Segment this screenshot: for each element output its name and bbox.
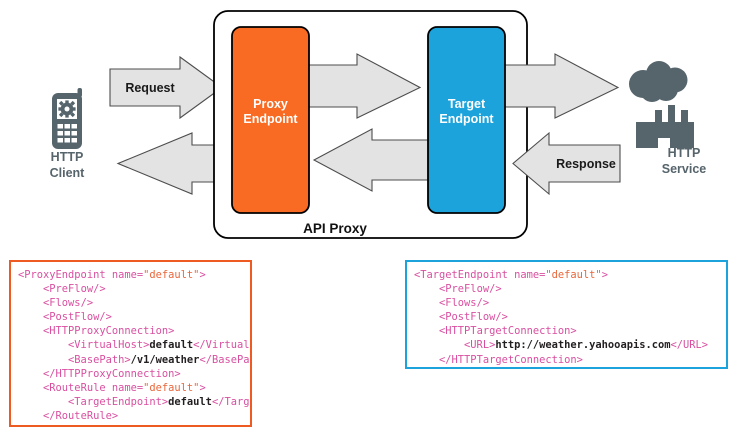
code-line: <PreFlow/>: [18, 282, 243, 296]
code-token-txt: default: [168, 395, 212, 408]
code-token-tag: <VirtualHost>: [68, 339, 150, 352]
code-token-plain: [414, 297, 439, 309]
code-token-attr: name=: [111, 381, 144, 394]
code-line: <Flows/>: [18, 296, 243, 310]
code-token-plain: [18, 354, 68, 366]
code-token-plain: [18, 396, 68, 408]
service-response-arrow: [512, 131, 621, 196]
code-line: <PreFlow/>: [414, 282, 719, 296]
code-line: <RouteRule name="default">: [18, 381, 243, 395]
code-token-tag: </VirtualHost>: [193, 339, 250, 352]
code-token-tag: <RouteRule: [43, 381, 112, 394]
code-token-tag: </RouteRule>: [43, 409, 119, 422]
code-line: </RouteRule>: [18, 409, 243, 423]
proxy-endpoint-xml-block: <ProxyEndpoint name="default"> <PreFlow/…: [9, 260, 252, 427]
code-token-tag: </ProxyEndpoint>: [18, 424, 118, 425]
mobile-phone-gear-icon: [52, 88, 82, 149]
code-line: <TargetEndpoint>default</TargetEndpoint>: [18, 395, 250, 409]
code-token-tag: </TargetEndpoint>: [414, 368, 520, 369]
code-line: <VirtualHost>default</VirtualHost>: [18, 338, 250, 352]
http-client-label-line1: HTTP: [51, 150, 84, 164]
code-token-tag: </TargetEndpoint>: [211, 395, 250, 408]
code-token-tag: <URL>: [464, 339, 496, 352]
code-token-tag: </URL>: [670, 339, 709, 352]
code-token-aval: "default": [143, 381, 200, 394]
code-token-tag: >: [199, 269, 206, 281]
code-token-tag: <PreFlow/>: [439, 283, 502, 296]
code-token-tag: <Flows/>: [43, 297, 94, 310]
code-line: <HTTPProxyConnection>: [18, 324, 243, 338]
target-endpoint-label-line1: Target: [448, 97, 486, 111]
code-token-plain: [18, 311, 43, 323]
code-line: <ProxyEndpoint name="default">: [18, 268, 243, 282]
factory-cloud-icon: [629, 61, 694, 148]
code-token-plain: [18, 297, 43, 309]
target-to-service-arrow: [499, 53, 620, 119]
code-token-tag: <TargetEndpoint>: [68, 395, 169, 408]
code-token-tag: <HTTPProxyConnection>: [43, 325, 175, 338]
code-token-tag: <BasePath>: [68, 353, 131, 366]
code-token-plain: [18, 382, 43, 394]
code-token-plain: [18, 339, 68, 351]
code-line: <PostFlow/>: [18, 310, 243, 324]
code-token-tag: </HTTPTargetConnection>: [439, 353, 583, 366]
code-line: </HTTPTargetConnection>: [414, 353, 719, 367]
code-token-tag: <ProxyEndpoint: [18, 269, 112, 281]
code-token-attr: name=: [514, 269, 546, 281]
code-token-txt: default: [149, 339, 194, 352]
code-token-aval: "default": [143, 269, 200, 281]
request-arrow-label: Request: [125, 81, 175, 95]
code-token-tag: >: [199, 381, 206, 394]
http-client-label-line2: Client: [50, 166, 86, 180]
client-response-arrow: [116, 132, 223, 195]
proxy-endpoint-label-line2: Endpoint: [243, 112, 298, 126]
proxy-endpoint-box[interactable]: [231, 26, 310, 214]
target-endpoint-box[interactable]: [427, 26, 506, 214]
code-line: <Flows/>: [414, 296, 719, 310]
code-token-tag: >: [601, 269, 608, 281]
target-endpoint-xml-block: <TargetEndpoint name="default"> <PreFlow…: [405, 260, 728, 369]
http-service-label-line1: HTTP: [668, 146, 701, 160]
api-proxy-flow-diagram: Request Response: [50, 10, 707, 239]
code-token-plain: [414, 283, 439, 295]
code-token-plain: [414, 339, 464, 351]
code-token-plain: [18, 410, 43, 422]
proxy-endpoint-label-line1: Proxy: [253, 97, 288, 111]
code-token-tag: <HTTPTargetConnection>: [439, 325, 577, 338]
api-proxy-frame-label: API Proxy: [303, 221, 367, 236]
code-token-plain: [414, 325, 439, 337]
code-token-tag: <PreFlow/>: [43, 283, 106, 296]
code-token-txt: /v1/weather: [130, 353, 200, 366]
code-token-plain: [18, 325, 43, 337]
request-arrow: [109, 55, 223, 120]
code-token-attr: name=: [111, 269, 144, 281]
code-line: </ProxyEndpoint>: [18, 423, 243, 425]
code-line: <BasePath>/v1/weather</BasePath>: [18, 353, 250, 367]
code-token-tag: <PostFlow/>: [43, 311, 112, 324]
code-token-txt: http://weather.yahooapis.com: [495, 339, 671, 352]
code-token-tag: </BasePath>: [199, 353, 250, 366]
code-token-plain: [414, 354, 439, 366]
code-token-plain: [18, 368, 43, 380]
code-line: </TargetEndpoint>: [414, 367, 719, 369]
code-line: </HTTPProxyConnection>: [18, 367, 243, 381]
code-line: <URL>http://weather.yahooapis.com</URL>: [414, 338, 719, 352]
code-token-plain: [18, 283, 43, 295]
code-token-tag: </HTTPProxyConnection>: [43, 367, 181, 380]
code-line: <HTTPTargetConnection>: [414, 324, 719, 338]
code-token-aval: "default": [545, 269, 602, 281]
code-token-plain: [414, 311, 439, 323]
code-line: <TargetEndpoint name="default">: [414, 268, 719, 282]
target-endpoint-label-line2: Endpoint: [439, 112, 494, 126]
http-service-label-line2: Service: [662, 162, 707, 176]
code-token-tag: <PostFlow/>: [439, 311, 508, 324]
code-line: <PostFlow/>: [414, 310, 719, 324]
code-token-tag: <Flows/>: [439, 297, 490, 310]
response-arrow-label: Response: [556, 157, 616, 171]
code-token-tag: <TargetEndpoint: [414, 269, 515, 281]
